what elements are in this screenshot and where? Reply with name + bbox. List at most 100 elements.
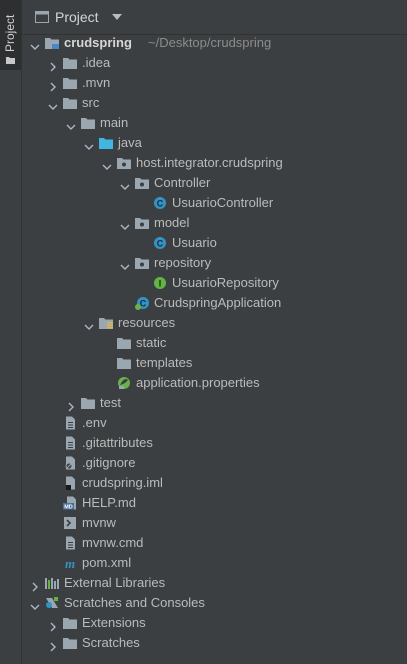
tree-node[interactable]: java — [22, 133, 407, 153]
tree-node[interactable]: crudspring.iml — [22, 473, 407, 493]
project-view-selector[interactable]: Project — [55, 9, 99, 25]
tree-node[interactable]: application.properties — [22, 373, 407, 393]
tool-window-strip: Project — [0, 0, 22, 664]
chevron-down-icon[interactable] — [102, 158, 112, 170]
tree-node-label: Usuario — [172, 235, 217, 250]
chevron-down-icon[interactable] — [48, 98, 58, 110]
tree-node-label: model — [154, 215, 190, 230]
tree-node-label: repository — [154, 255, 212, 270]
tree-node[interactable]: .gitignore — [22, 453, 407, 473]
tree-node[interactable]: C UsuarioController — [22, 193, 407, 213]
folder-icon — [80, 396, 96, 410]
tree-node[interactable]: main — [22, 113, 407, 133]
chevron-down-icon[interactable] — [120, 258, 130, 270]
shell-script-icon — [62, 516, 78, 530]
tree-node-label: static — [136, 335, 167, 350]
chevron-down-icon[interactable] — [84, 138, 94, 150]
tree-node[interactable]: crudspring ~/Desktop/crudspring — [22, 33, 407, 53]
svg-text:C: C — [157, 238, 164, 248]
tree-node-label: CrudspringApplication — [154, 295, 282, 310]
tree-node[interactable]: model — [22, 213, 407, 233]
chevron-down-icon[interactable] — [30, 38, 40, 50]
tree-node[interactable]: host.integrator.crudspring — [22, 153, 407, 173]
tree-node-label: UsuarioController — [172, 195, 274, 210]
chevron-right-icon[interactable] — [48, 58, 58, 72]
project-tool-tab[interactable]: Project — [0, 0, 21, 70]
svg-text:I: I — [159, 278, 162, 288]
tree-node-label: application.properties — [136, 375, 260, 390]
tree-node[interactable]: External Libraries — [22, 573, 407, 593]
chevron-down-icon[interactable] — [66, 118, 76, 130]
tree-node[interactable]: Scratches and Consoles — [22, 593, 407, 613]
module-folder-icon — [44, 36, 60, 50]
spring-boot-class-icon: C — [134, 296, 150, 310]
tree-node[interactable]: src — [22, 93, 407, 113]
tree-node-label: mvnw — [82, 515, 116, 530]
chevron-down-icon[interactable] — [120, 178, 130, 190]
project-tool-tab-label: Project — [3, 14, 17, 52]
folder-icon — [62, 636, 78, 650]
tree-node-label: .gitignore — [82, 455, 136, 470]
chevron-right-icon[interactable] — [48, 638, 58, 652]
tree-node-label: .idea — [82, 55, 111, 70]
tree-node[interactable]: C Usuario — [22, 233, 407, 253]
resources-folder-icon — [98, 316, 114, 330]
chevron-right-icon[interactable] — [48, 618, 58, 632]
tree-node[interactable]: .env — [22, 413, 407, 433]
tree-node-label: templates — [136, 355, 193, 370]
tree-node-label: crudspring — [64, 35, 132, 50]
tree-node[interactable]: Extensions — [22, 613, 407, 633]
text-file-icon — [62, 436, 78, 450]
class-icon: C — [152, 196, 168, 210]
folder-icon — [62, 76, 78, 90]
markdown-file-icon: MD — [62, 496, 78, 510]
svg-text:m: m — [65, 556, 75, 570]
spring-properties-icon — [116, 376, 132, 390]
chevron-down-icon[interactable] — [112, 14, 122, 20]
tree-node[interactable]: test — [22, 393, 407, 413]
chevron-right-icon[interactable] — [66, 398, 76, 412]
tree-node[interactable]: .gitattributes — [22, 433, 407, 453]
tree-node[interactable]: resources — [22, 313, 407, 333]
tree-node-label: test — [100, 395, 121, 410]
interface-icon: I — [152, 276, 168, 290]
tree-node-label: Scratches and Consoles — [64, 595, 205, 610]
tree-node[interactable]: mvnw — [22, 513, 407, 533]
tree-node-label: host.integrator.crudspring — [136, 155, 283, 170]
tree-node[interactable]: C CrudspringApplication — [22, 293, 407, 313]
tree-node-label: Scratches — [82, 635, 140, 650]
package-icon — [134, 176, 150, 190]
svg-text:C: C — [157, 198, 164, 208]
package-icon — [134, 216, 150, 230]
project-view-icon — [35, 11, 49, 23]
tree-node-label: .mvn — [82, 75, 111, 90]
text-file-icon — [62, 416, 78, 430]
tree-node[interactable]: Scratches — [22, 633, 407, 653]
tree-node[interactable]: I UsuarioRepository — [22, 273, 407, 293]
chevron-down-icon[interactable] — [30, 598, 40, 610]
ignore-file-icon — [62, 456, 78, 470]
folder-icon — [116, 336, 132, 350]
package-icon — [134, 256, 150, 270]
tree-node[interactable]: .idea — [22, 53, 407, 73]
chevron-down-icon[interactable] — [120, 218, 130, 230]
scratches-icon — [44, 596, 60, 610]
chevron-right-icon[interactable] — [30, 578, 40, 592]
tree-node[interactable]: repository — [22, 253, 407, 273]
tree-node-label: UsuarioRepository — [172, 275, 279, 290]
class-icon: C — [152, 236, 168, 250]
chevron-right-icon[interactable] — [48, 78, 58, 92]
maven-icon: m — [62, 556, 78, 571]
libraries-icon — [44, 576, 60, 590]
folder-icon — [80, 116, 96, 130]
module-path: ~/Desktop/crudspring — [148, 35, 272, 50]
chevron-down-icon[interactable] — [84, 318, 94, 330]
tree-node[interactable]: .mvn — [22, 73, 407, 93]
tree-node[interactable]: Controller — [22, 173, 407, 193]
tree-node[interactable]: templates — [22, 353, 407, 373]
folder-icon — [116, 356, 132, 370]
tree-node[interactable]: mvnw.cmd — [22, 533, 407, 553]
tree-node[interactable]: static — [22, 333, 407, 353]
